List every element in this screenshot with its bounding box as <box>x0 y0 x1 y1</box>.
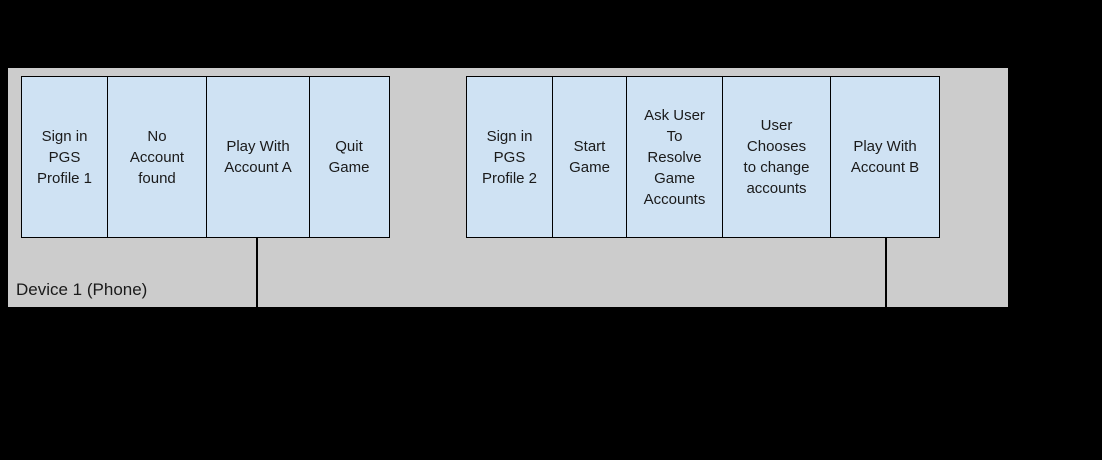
node-no-account-found: No Account found <box>106 76 208 238</box>
node-label: Ask User To Resolve Game Accounts <box>643 106 706 208</box>
node-label: User Chooses to change accounts <box>743 117 810 197</box>
node-label: No Account found <box>129 127 185 187</box>
connector-line-account-b <box>885 237 887 307</box>
node-label: Quit Game <box>328 138 370 176</box>
flow-group-right: Sign in PGS Profile 2 Start Game Ask Use… <box>466 76 940 238</box>
node-label: Play With Account B <box>850 138 920 176</box>
node-play-with-account-a: Play With Account A <box>206 76 310 238</box>
device-1-phone-lane: Sign in PGS Profile 1 No Account found P… <box>8 68 1008 307</box>
node-sign-in-pgs-profile-2: Sign in PGS Profile 2 <box>466 76 553 238</box>
lane-label: Device 1 (Phone) <box>16 280 148 299</box>
flow-group-left: Sign in PGS Profile 1 No Account found P… <box>21 76 390 238</box>
node-ask-user-to-resolve-game-accounts: Ask User To Resolve Game Accounts <box>626 76 723 238</box>
node-start-game: Start Game <box>551 76 628 238</box>
node-quit-game: Quit Game <box>308 76 390 238</box>
node-label: Play With Account A <box>224 138 292 176</box>
node-label: Sign in PGS Profile 1 <box>36 127 93 187</box>
node-label: Start Game <box>569 138 610 176</box>
connector-line-account-a <box>256 237 258 307</box>
node-sign-in-pgs-profile-1: Sign in PGS Profile 1 <box>21 76 108 238</box>
node-user-chooses-to-change-accounts: User Chooses to change accounts <box>721 76 832 238</box>
node-play-with-account-b: Play With Account B <box>830 76 940 238</box>
node-label: Sign in PGS Profile 2 <box>481 127 538 187</box>
